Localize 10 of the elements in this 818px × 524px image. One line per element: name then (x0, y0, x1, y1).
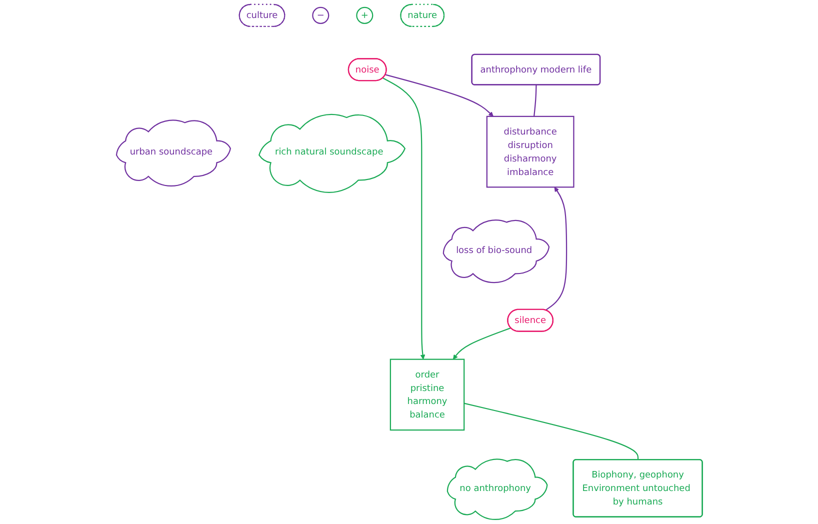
connector (533, 85, 536, 116)
arrow (544, 186, 567, 311)
arrow (384, 74, 494, 117)
node-circle: + (356, 6, 373, 24)
node-box: order pristine harmony balance (389, 358, 464, 431)
node-circle: − (312, 6, 329, 24)
arrow (382, 78, 425, 360)
node-box: disturbance disruption disharmony imbalance (486, 116, 574, 188)
connector (464, 402, 638, 460)
arrow (452, 327, 511, 360)
